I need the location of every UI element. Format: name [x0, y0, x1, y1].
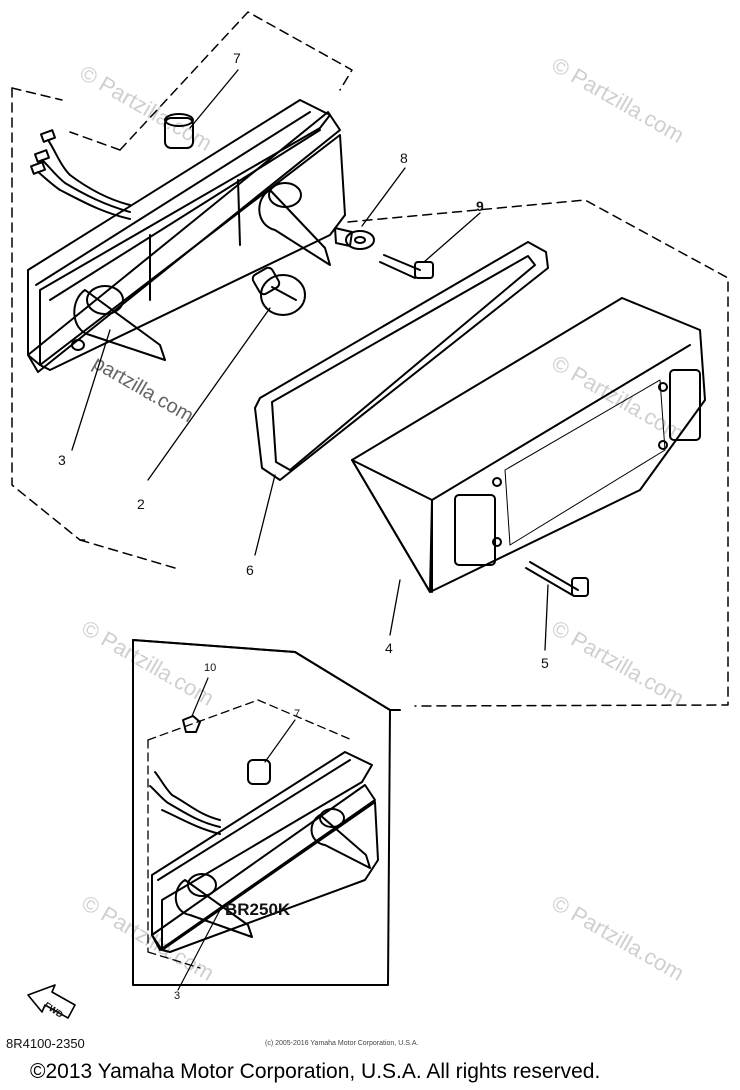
screw	[379, 254, 434, 279]
model-label: BR250K	[225, 900, 291, 919]
washer	[334, 227, 375, 250]
callout-7: 7	[233, 50, 241, 66]
callout-8: 8	[400, 150, 408, 166]
wire-harness	[29, 129, 131, 220]
assembly-outline	[11, 11, 729, 707]
callout-5: 5	[541, 655, 549, 671]
gasket	[254, 241, 549, 481]
footer-copyright: ©2013 Yamaha Motor Corporation, U.S.A. A…	[30, 1060, 601, 1083]
callout-2: 2	[137, 496, 145, 512]
inset-panel	[132, 639, 401, 986]
callout-7-inset: 7	[294, 708, 301, 720]
bulb	[251, 266, 306, 316]
callout-4: 4	[385, 640, 393, 656]
small-copyright: (c) 2005-2016 Yamaha Motor Corporation, …	[265, 1040, 419, 1047]
diagram-code: 8R4100-2350	[6, 1036, 85, 1051]
callout-3-inset: 3	[174, 990, 181, 1002]
callout-10: 10	[204, 662, 217, 674]
light-housing	[27, 99, 346, 373]
lens	[351, 297, 706, 593]
grommet	[164, 113, 194, 149]
long-screw	[525, 561, 589, 597]
callout-3: 3	[58, 452, 66, 468]
callout-9: 9	[476, 198, 484, 214]
callout-6: 6	[246, 562, 254, 578]
fwd-arrow	[27, 984, 76, 1019]
